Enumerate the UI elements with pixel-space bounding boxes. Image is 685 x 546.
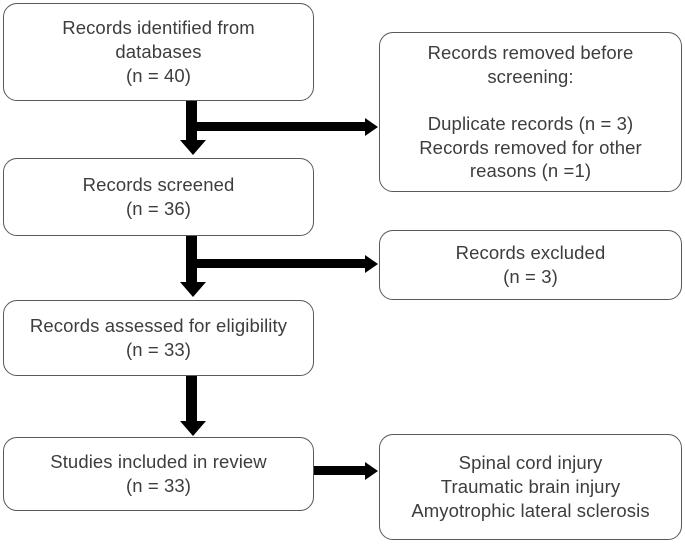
arrowhead-right-icon [365, 117, 378, 136]
arrowhead-down-icon [180, 282, 206, 297]
box-records-identified: Records identified from databases (n = 4… [3, 3, 314, 101]
arrow-branch-horizontal [186, 259, 366, 268]
box-records-removed-before-screening: Records removed before screening: Duplic… [379, 32, 682, 192]
arrowhead-down-icon [180, 421, 206, 436]
box-records-excluded: Records excluded (n = 3) [379, 230, 682, 300]
arrowhead-down-icon [180, 140, 206, 155]
box-records-screened: Records screened (n = 36) [3, 158, 314, 236]
box-included-conditions: Spinal cord injury Traumatic brain injur… [379, 434, 682, 540]
box-studies-included-in-review: Studies included in review (n = 33) [3, 437, 314, 511]
arrow-stem-horizontal [314, 466, 367, 475]
arrow-stem-vertical [186, 376, 197, 421]
arrowhead-right-icon [365, 254, 378, 273]
box-records-assessed-for-eligibility: Records assessed for eligibility (n = 33… [3, 300, 314, 376]
arrow-branch-horizontal [186, 122, 366, 131]
arrowhead-right-icon [365, 461, 378, 480]
